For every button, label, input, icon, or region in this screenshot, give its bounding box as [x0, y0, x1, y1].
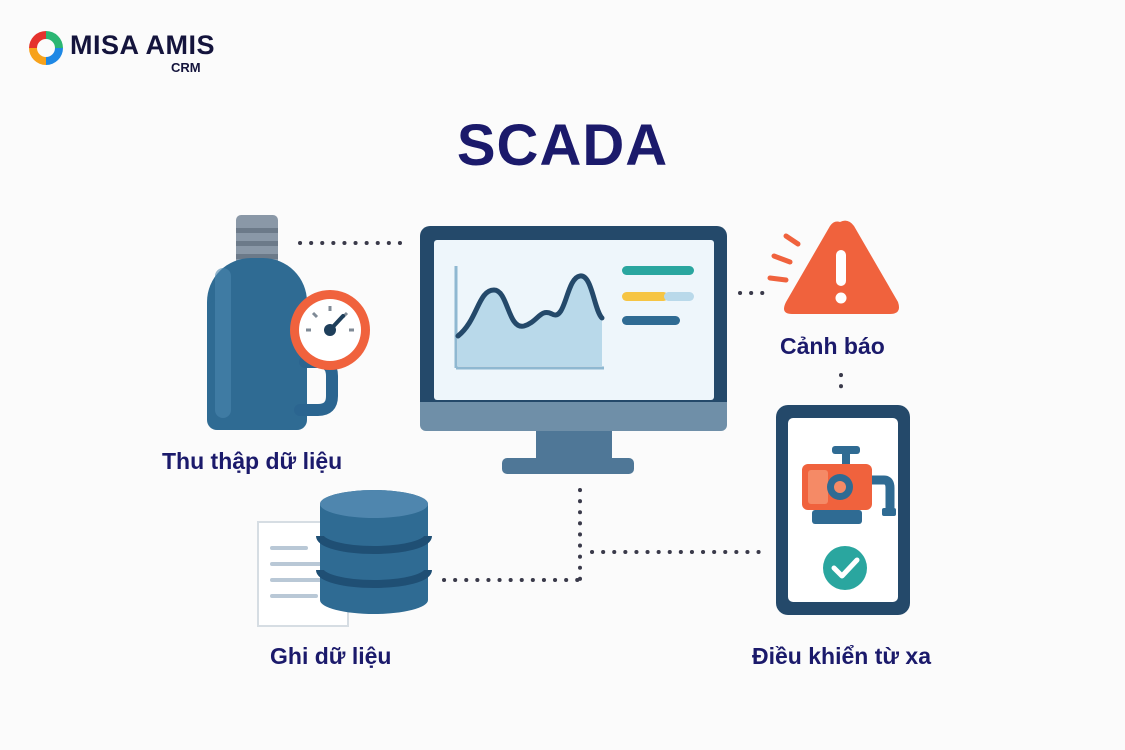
- connector-lines: [298, 241, 843, 582]
- page-title: SCADA: [456, 113, 669, 178]
- label-remote: Điều khiển từ xa: [752, 643, 931, 669]
- monitor-dashboard-icon: [420, 226, 727, 474]
- database-icon: [257, 490, 432, 627]
- brand-logo: MISA AMIS CRM: [26, 26, 216, 76]
- warning-icon: [767, 220, 899, 314]
- mobile-control-icon: [776, 405, 910, 615]
- brand-sub: CRM: [171, 60, 201, 75]
- label-alert: Cảnh báo: [780, 333, 885, 359]
- logo-ring-icon: [29, 31, 63, 65]
- brand-name: MISA AMIS: [70, 30, 215, 60]
- label-collect: Thu thập dữ liệu: [162, 448, 343, 474]
- pressure-tank-icon: [207, 215, 370, 430]
- label-record: Ghi dữ liệu: [270, 643, 392, 669]
